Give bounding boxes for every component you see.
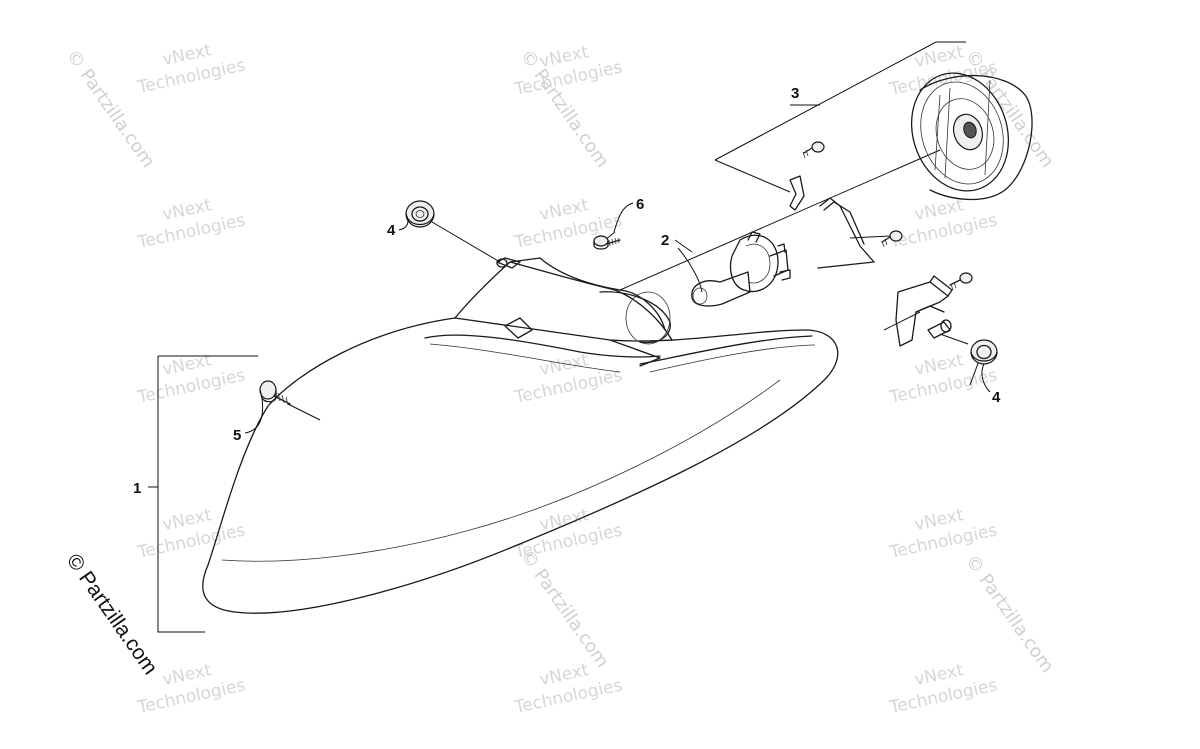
bracket-pin	[927, 319, 952, 339]
callout-4-right-hook	[981, 363, 991, 393]
watermark-brand: vNext Technologies	[887, 660, 999, 718]
copyright-text: © Partzilla.com	[62, 550, 162, 679]
watermark-brand: vNext Technologies	[135, 40, 247, 98]
callout-4-left: 4	[387, 222, 396, 239]
retaining-tab	[789, 175, 805, 211]
watermark-brand: vNext Technologies	[887, 505, 999, 563]
watermark-brand: vNext Technologies	[135, 505, 247, 563]
retaining-screw-top	[802, 141, 825, 159]
watermark-site: © Partzilla.com	[62, 46, 159, 172]
callout-3-bracket	[714, 41, 966, 331]
callout-1-bracket	[148, 355, 258, 633]
bulb	[691, 231, 791, 307]
callout-1: 1	[133, 480, 141, 497]
screw-5	[259, 380, 291, 406]
callout-2: 2	[661, 232, 669, 249]
callout-5: 5	[233, 427, 241, 444]
watermark-site: © Partzilla.com	[516, 546, 613, 672]
grommet-left	[405, 200, 435, 228]
callout-4-right: 4	[992, 389, 1001, 406]
watermark-site: © Partzilla.com	[961, 46, 1058, 172]
callout-2-hook	[674, 239, 693, 253]
leader-lines	[287, 149, 981, 421]
headlight-housing	[202, 257, 839, 614]
screw-6	[593, 235, 621, 250]
watermark-brand: vNext Technologies	[512, 350, 624, 408]
callout-3: 3	[791, 85, 799, 102]
rear-dust-cover	[910, 72, 1033, 201]
retaining-screw-mid	[881, 230, 903, 248]
grommet-right	[970, 339, 998, 365]
watermark-brand: vNext Technologies	[887, 42, 999, 100]
spring-wire-clip	[817, 197, 875, 269]
watermark-layer: vNext Technologies vNext Technologies vN…	[62, 40, 1058, 718]
callout-6-hook	[613, 202, 634, 233]
callout-4-left-hook	[398, 213, 409, 231]
mount-bracket	[895, 275, 953, 347]
callout-5-hook	[244, 397, 264, 434]
watermark-site: © Partzilla.com	[961, 551, 1058, 677]
watermark-brand: vNext Technologies	[135, 195, 247, 253]
bracket-screw	[949, 272, 973, 291]
watermark-brand: vNext Technologies	[135, 350, 247, 408]
callout-labels: 1 2 3 4 4 5 6	[133, 85, 1001, 497]
callout-6: 6	[636, 196, 644, 213]
